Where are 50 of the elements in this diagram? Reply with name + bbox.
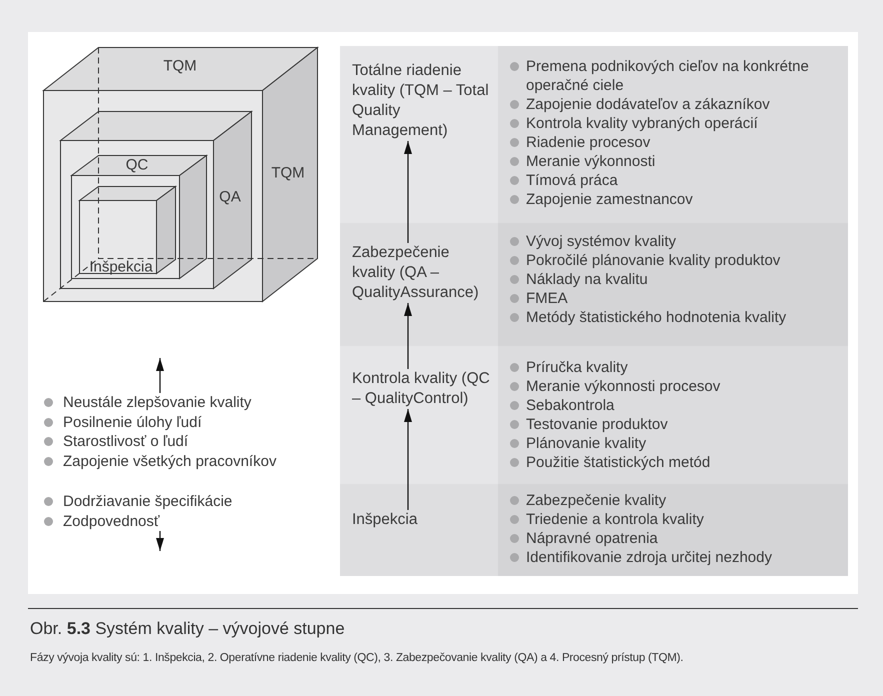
- list-item: Zabezpečenie kvality: [510, 491, 828, 510]
- list-item: Testovanie produktov: [510, 415, 828, 434]
- list-item: Zapojenie dodávateľov a zákazníkov: [510, 95, 828, 114]
- list-item: Plánovanie kvality: [510, 434, 828, 453]
- cube-label: TQM: [163, 58, 197, 74]
- stage-name: Kontrola kvality (QC – QualityControl): [352, 369, 496, 409]
- arrow: [404, 409, 412, 510]
- table-cell: [498, 223, 848, 346]
- list-item: Dodržiavanie špecifikácie: [44, 492, 232, 512]
- caption-note: Fázy vývoja kvality sú: 1. Inšpekcia, 2. Operatívne riadenie kvality (QC), 3. Zabezpečovanie kvality (QA) a 4. Procesný prístup (TQM).: [30, 652, 684, 664]
- list-item: Meranie výkonnosti: [510, 152, 828, 171]
- cube-label: Inšpekcia: [89, 258, 153, 276]
- cube-label: QA: [219, 188, 241, 206]
- list-item: Riadenie procesov: [510, 133, 828, 152]
- list-item: Kontrola kvality vybraných operácií: [510, 114, 828, 133]
- arrow: [156, 531, 164, 551]
- list-item: Náklady na kvalitu: [510, 270, 828, 289]
- list-item: Posilnenie úlohy ľudí: [44, 412, 276, 432]
- table-cell: [498, 346, 848, 484]
- list-item: Meranie výkonnosti procesov: [510, 377, 828, 396]
- list-item: Sebakontrola: [510, 396, 828, 415]
- arrow: [156, 358, 164, 393]
- list-item: Pokročilé plánovanie kvality produktov: [510, 251, 828, 270]
- stage-name: Inšpekcia: [352, 510, 496, 530]
- arrow: [404, 141, 412, 243]
- figure-caption: Obr. 5.3 Systém kvality – vývojové stupne: [30, 619, 345, 639]
- list-item: Použitie štatistických metód: [510, 453, 828, 472]
- list-item: Metódy štatistického hodnotenia kvality: [510, 308, 828, 327]
- table-cell: [498, 484, 848, 576]
- stage-name: Zabezpečenie kvality (QA – QualityAssurance): [352, 243, 496, 303]
- cube-label: TQM: [271, 164, 305, 182]
- list-item: Vývoj systémov kvality: [510, 232, 828, 251]
- list-item: Zodpovednosť: [44, 512, 232, 531]
- list-item: Tímová práca: [510, 171, 828, 190]
- bullet-list: [44, 492, 232, 531]
- list-item: Neustále zlepšovanie kvality: [44, 393, 276, 412]
- cube-label: QC: [126, 156, 148, 174]
- list-item: Zapojenie všetkých pracovníkov: [44, 452, 276, 471]
- bullet-list: [44, 393, 276, 471]
- arrow: [404, 303, 412, 369]
- list-item: Nápravné opatrenia: [510, 529, 828, 548]
- table-cell: [498, 46, 848, 223]
- list-item: Príručka kvality: [510, 358, 828, 377]
- list-item: Zapojenie zamestnancov: [510, 190, 828, 209]
- list-item: FMEA: [510, 289, 828, 308]
- stage-name: Totálne riadenie kvality (TQM – Total Quality Management): [352, 61, 496, 141]
- list-item: Starostlivosť o ľudí: [44, 432, 276, 452]
- list-item: Premena podnikových cieľov na konkrétne operačné ciele: [510, 57, 828, 95]
- list-item: Identifikovanie zdroja určitej nezhody: [510, 548, 828, 567]
- list-item: Triedenie a kontrola kvality: [510, 510, 828, 529]
